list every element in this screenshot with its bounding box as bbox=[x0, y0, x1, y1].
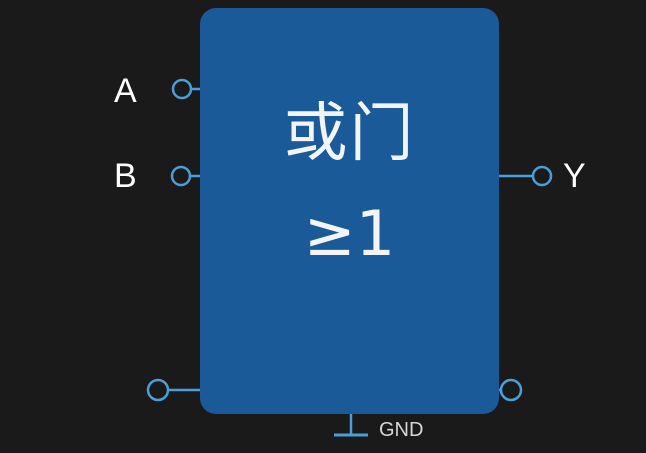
ground-icon bbox=[334, 412, 368, 437]
input-a-terminal[interactable] bbox=[171, 78, 193, 100]
ground-label: GND bbox=[379, 419, 424, 441]
power-right-terminal[interactable] bbox=[499, 378, 523, 402]
output-y-terminal[interactable] bbox=[531, 165, 553, 187]
output-y-label: Y bbox=[563, 157, 586, 195]
gate-title: 或门 bbox=[283, 97, 416, 171]
gate-symbol: ≥1 bbox=[303, 197, 396, 270]
power-left-terminal[interactable] bbox=[146, 378, 170, 402]
input-a-label: A bbox=[114, 72, 137, 110]
input-b-label: B bbox=[114, 157, 137, 195]
input-b-terminal[interactable] bbox=[170, 165, 192, 187]
or-gate-body[interactable]: 或门 ≥1 bbox=[200, 8, 499, 414]
